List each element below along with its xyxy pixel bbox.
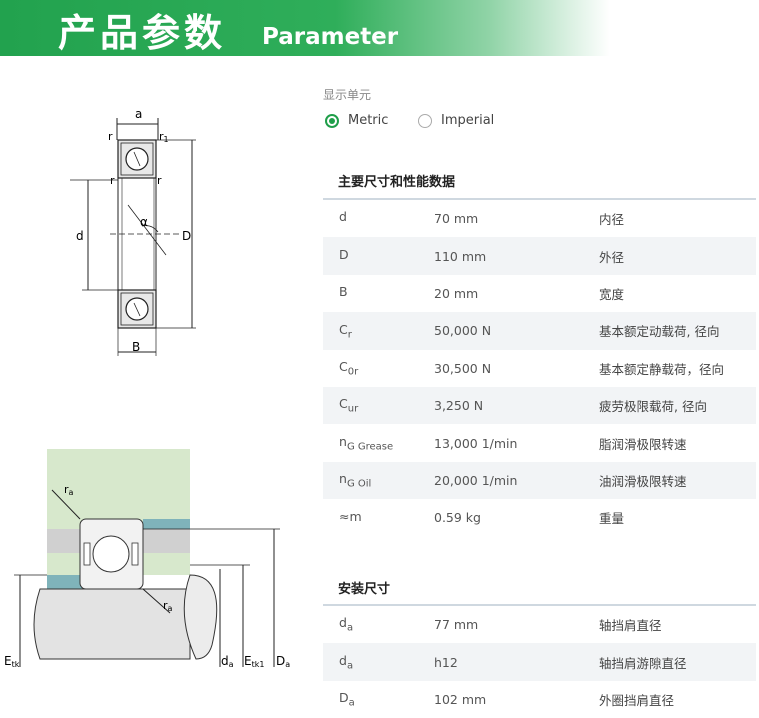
row-value: 20,000 1/min <box>434 472 518 488</box>
table-row: Cr 50,000 N 基本额定动载荷, 径向 <box>323 312 756 350</box>
label-alpha: α <box>140 215 148 229</box>
row-desc: 外径 <box>599 249 625 265</box>
row-desc: 轴挡肩游隙直径 <box>599 655 687 671</box>
section-title-mounting-dims: 安装尺寸 <box>338 582 391 597</box>
table-row: B 20 mm 宽度 <box>323 275 756 312</box>
row-symbol: Cr <box>339 321 352 341</box>
row-desc: 脂润滑极限转速 <box>599 436 687 452</box>
row-desc: 基本额定动载荷, 径向 <box>599 324 720 340</box>
label-r1: r1 <box>159 130 169 144</box>
row-symbol: C0r <box>339 359 359 378</box>
row-symbol: nG Grease <box>339 433 394 453</box>
label-r-mid-left: r <box>110 174 115 187</box>
row-desc: 内径 <box>599 212 625 228</box>
row-symbol: nG Oil <box>339 471 372 490</box>
row-value: 3,250 N <box>434 398 484 414</box>
row-desc: 外圈挡肩直径 <box>599 692 675 708</box>
row-value: 102 mm <box>434 691 487 707</box>
label-r-mid-right: r <box>157 174 162 187</box>
row-desc: 基本额定静载荷，径向 <box>599 361 725 377</box>
mounting-dimension-diagram: ra ra Etk da Etk1 Da <box>4 449 290 669</box>
row-symbol: da <box>339 652 354 672</box>
table-row: nG Grease 13,000 1/min 脂润滑极限转速 <box>323 424 756 461</box>
mounting-dims-table: da 77 mm 轴挡肩直径 da h12 轴挡肩游隙直径 Da 102 mm … <box>323 606 756 718</box>
row-symbol: Da <box>339 690 355 709</box>
row-desc: 重量 <box>599 511 625 527</box>
row-value: 30,500 N <box>434 360 492 376</box>
row-value: 20 mm <box>434 285 479 301</box>
table-row: Da 102 mm 外圈挡肩直径 <box>323 681 756 718</box>
table-row: C0r 30,500 N 基本额定静载荷，径向 <box>323 350 756 387</box>
radio-unselected-icon <box>418 113 432 128</box>
radio-metric[interactable]: Metric <box>325 113 388 128</box>
radio-metric-label: Metric <box>348 113 389 128</box>
row-value: 77 mm <box>434 617 479 633</box>
label-D: D <box>182 229 191 243</box>
row-symbol: da <box>339 615 354 634</box>
row-symbol: ≈m <box>339 508 362 524</box>
table-row: D 110 mm 外径 <box>323 237 756 275</box>
table-row: da 77 mm 轴挡肩直径 <box>323 606 756 643</box>
section-title-main-dims: 主要尺寸和性能数据 <box>338 175 456 190</box>
row-symbol: D <box>339 246 349 262</box>
row-value: 0.59 kg <box>434 510 481 526</box>
banner-title-cn: 产品参数 <box>58 11 227 55</box>
table-row: da h12 轴挡肩游隙直径 <box>323 643 756 681</box>
row-desc: 疲劳极限载荷, 径向 <box>599 399 707 415</box>
label-d: d <box>76 229 84 243</box>
label-B: B <box>132 340 140 354</box>
row-symbol: d <box>339 209 347 225</box>
header-banner: 产品参数 Parameter <box>0 0 610 56</box>
radio-imperial-label: Imperial <box>441 113 495 128</box>
label-Etk1: Etk1 <box>244 654 264 669</box>
row-value: h12 <box>434 654 458 670</box>
table-row: d 70 mm 内径 <box>323 200 756 237</box>
row-symbol: Cur <box>339 396 359 415</box>
label-ra-top: ra <box>64 483 74 497</box>
row-value: 13,000 1/min <box>434 435 518 451</box>
radio-selected-icon <box>325 113 339 128</box>
table-row: nG Oil 20,000 1/min 油润滑极限转速 <box>323 461 756 500</box>
unit-selector-label: 显示单元 <box>323 88 372 102</box>
table-row: ≈m 0.59 kg 重量 <box>323 499 756 536</box>
banner-title-en: Parameter <box>262 24 399 50</box>
label-a: a <box>135 107 142 121</box>
row-desc: 轴挡肩直径 <box>599 618 662 634</box>
radio-imperial[interactable]: Imperial <box>418 113 494 128</box>
main-dims-table: d 70 mm 内径 D 110 mm 外径 B 20 mm 宽度 Cr 50,… <box>323 200 756 537</box>
row-value: 50,000 N <box>434 323 492 339</box>
label-r-top-left: r <box>108 130 113 143</box>
row-desc: 宽度 <box>599 286 625 302</box>
label-Etk: Etk <box>4 654 20 669</box>
label-Da: Da <box>276 654 290 669</box>
row-symbol: B <box>339 284 348 300</box>
label-ra-bottom: ra <box>163 599 173 613</box>
label-da: da <box>221 654 234 669</box>
section-divider <box>323 198 756 200</box>
row-value: 110 mm <box>434 248 487 264</box>
bearing-dimension-diagram: a α r r1 r r d D B <box>70 107 196 356</box>
row-value: 70 mm <box>434 211 479 227</box>
table-row: Cur 3,250 N 疲劳极限载荷, 径向 <box>323 386 756 425</box>
row-desc: 油润滑极限转速 <box>599 473 687 489</box>
section-divider <box>323 604 756 606</box>
